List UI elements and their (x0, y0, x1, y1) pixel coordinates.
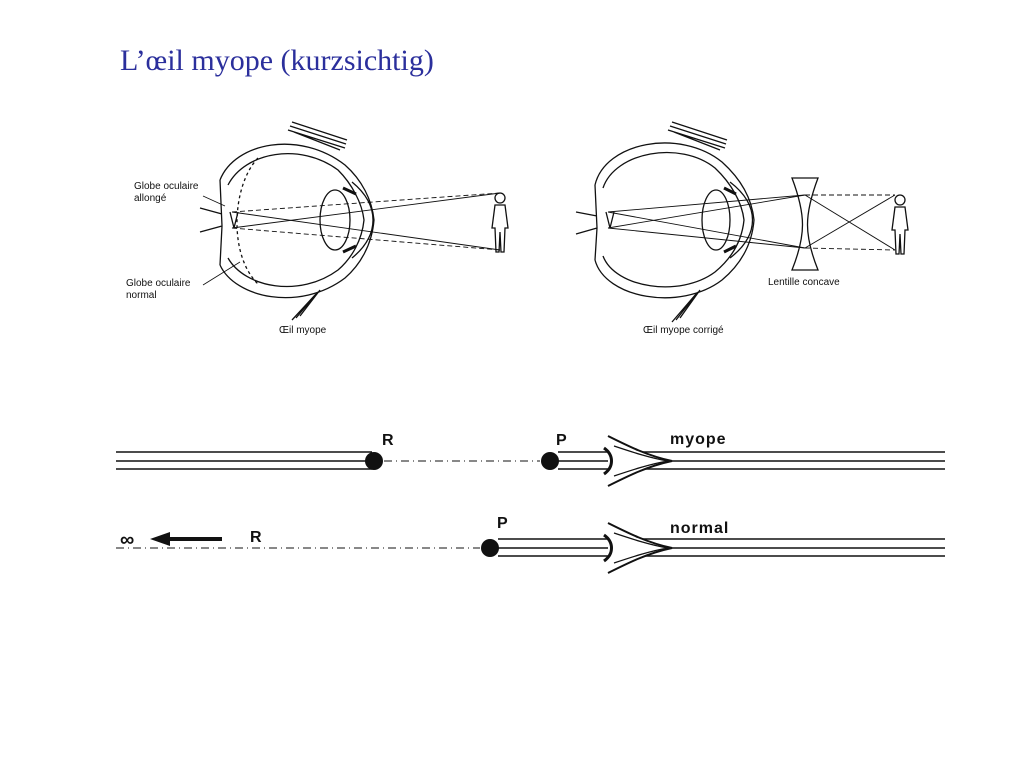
iris (342, 186, 357, 254)
near-point-dot (541, 452, 559, 470)
far-point-label-normal: R (250, 529, 262, 546)
eyeball-outline (219, 143, 375, 299)
label-myope: myope (670, 431, 727, 448)
near-point-dot-normal (481, 539, 499, 557)
infinity-symbol: ∞ (120, 529, 134, 551)
label-elongated-globe-line1: Globe oculaire (134, 181, 199, 192)
concave-lens (791, 177, 819, 271)
optic-nerve (575, 184, 598, 261)
near-point-label-myope: P (556, 432, 567, 449)
near-point-label-normal: P (497, 515, 508, 532)
upper-muscle (667, 121, 728, 151)
eye-profile-normal (607, 522, 673, 574)
person-figure-right (891, 194, 909, 255)
eyeball-inner-wall (602, 151, 745, 288)
normal-range-diagram (116, 522, 945, 574)
upper-muscle (287, 121, 348, 151)
crystalline-lens (319, 189, 351, 251)
crystalline-lens (701, 189, 731, 251)
caption-myopic-eye: Œil myope (279, 325, 327, 336)
cornea (729, 181, 753, 259)
caption-corrected-eye: Œil myope corrigé (643, 325, 724, 336)
corrected-eye-figure (575, 121, 909, 323)
lower-muscle (291, 289, 321, 321)
far-point-dot (365, 452, 383, 470)
myopic-eye-figure (199, 121, 509, 321)
retina-image (605, 211, 615, 229)
optic-nerve (199, 179, 223, 266)
label-elongated-globe-line2: allongé (134, 193, 167, 204)
person-figure-left (491, 192, 509, 253)
lower-muscle (671, 289, 701, 323)
label-normal-globe-line1: Globe oculaire (126, 278, 191, 289)
label-concave-lens: Lentille concave (768, 277, 840, 288)
slide-title: L’œil myope (kurzsichtig) (120, 44, 434, 77)
iris (723, 186, 737, 254)
label-normal-globe-line2: normal (126, 290, 157, 301)
eyeball-inner-wall (227, 153, 365, 288)
eyeball-outline (594, 142, 755, 299)
label-normal: normal (670, 520, 729, 537)
far-point-label-myope: R (382, 432, 394, 449)
cornea (351, 181, 374, 259)
myope-range-diagram (116, 435, 945, 487)
eye-profile-myope (607, 435, 673, 487)
normal-globe-dashed (236, 157, 259, 285)
